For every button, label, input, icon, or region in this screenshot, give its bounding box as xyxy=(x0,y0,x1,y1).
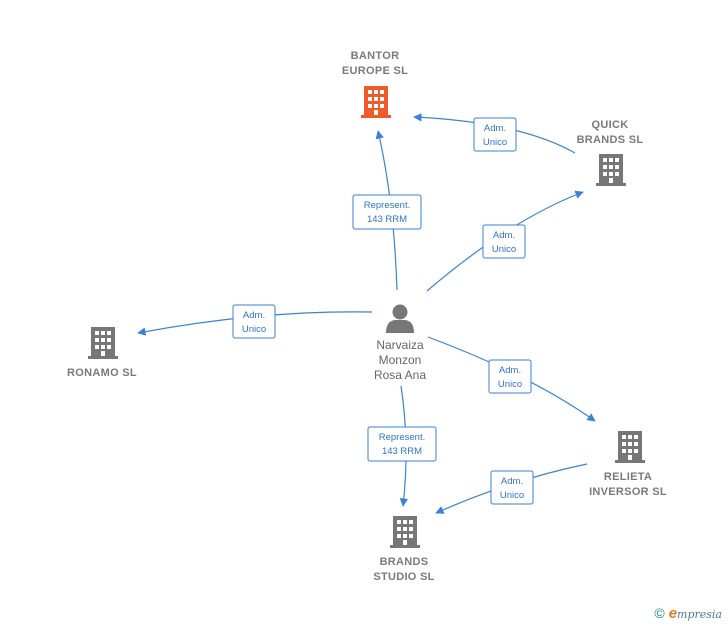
edge-label-line: Adm. xyxy=(501,476,523,487)
edge-person-to-brands-studio[interactable]: Represent. 143 RRM xyxy=(367,385,437,507)
node-person-narvaiza[interactable]: Narvaiza Monzon Rosa Ana xyxy=(374,304,426,383)
person-label-line: Rosa Ana xyxy=(374,368,426,382)
person-icon xyxy=(386,304,414,333)
edge-label-line: Represent. xyxy=(364,200,410,211)
building-icon xyxy=(88,327,118,359)
edge-person-to-quick[interactable]: Adm. Unico xyxy=(426,190,584,292)
copyright-symbol: © xyxy=(654,605,665,621)
node-ronamo[interactable]: RONAMO SL xyxy=(67,327,137,379)
brand-logo-text: mpresia xyxy=(677,608,722,621)
edge-person-to-bantor[interactable]: Represent. 143 RRM xyxy=(352,130,422,291)
edge-label-line: Unico xyxy=(492,244,516,255)
person-label-line: Monzon xyxy=(379,353,422,367)
footer-brand: ©empresia xyxy=(654,605,722,622)
edge-label-line: Unico xyxy=(483,137,507,148)
node-brands-studio[interactable]: BRANDS STUDIO SL xyxy=(373,516,434,583)
building-icon xyxy=(390,516,420,548)
node-label-line: STUDIO SL xyxy=(373,571,434,583)
edge-quick-to-bantor[interactable]: Adm. Unico xyxy=(413,113,576,154)
edge-label-line: Adm. xyxy=(484,123,506,134)
node-label-line: BANTOR xyxy=(351,50,400,62)
node-bantor-europe[interactable]: BANTOR EUROPE SL xyxy=(342,50,408,118)
building-icon xyxy=(596,154,626,186)
brand-logo-initial: e xyxy=(668,605,678,622)
edge-label-line: Adm. xyxy=(493,230,515,241)
edge-person-to-relieta[interactable]: Adm. Unico xyxy=(427,336,596,422)
edge-person-to-ronamo[interactable]: Adm. Unico xyxy=(137,304,373,339)
edge-relieta-to-brands-studio[interactable]: Adm. Unico xyxy=(435,463,588,514)
building-icon xyxy=(361,86,391,118)
node-label-line: BRANDS xyxy=(380,556,429,568)
node-label-line: RONAMO SL xyxy=(67,367,137,379)
node-label-line: QUICK xyxy=(592,119,629,131)
edge-label-line: Unico xyxy=(242,324,266,335)
node-label-line: BRANDS SL xyxy=(577,134,644,146)
node-label-line: RELIETA xyxy=(604,471,652,483)
person-label-line: Narvaiza xyxy=(376,338,424,352)
node-relieta-inversor[interactable]: RELIETA INVERSOR SL xyxy=(589,431,667,498)
building-icon xyxy=(615,431,645,463)
edge-label-line: Adm. xyxy=(243,310,265,321)
node-label-line: INVERSOR SL xyxy=(589,486,667,498)
node-quick-brands[interactable]: QUICK BRANDS SL xyxy=(577,119,644,186)
edge-label-line: 143 RRM xyxy=(367,214,407,225)
edge-label-line: Adm. xyxy=(499,365,521,376)
edge-label-line: Unico xyxy=(500,490,524,501)
node-label-line: EUROPE SL xyxy=(342,65,408,77)
edge-label-line: 143 RRM xyxy=(382,446,422,457)
edge-label-line: Unico xyxy=(498,379,522,390)
edge-label-line: Represent. xyxy=(379,432,425,443)
